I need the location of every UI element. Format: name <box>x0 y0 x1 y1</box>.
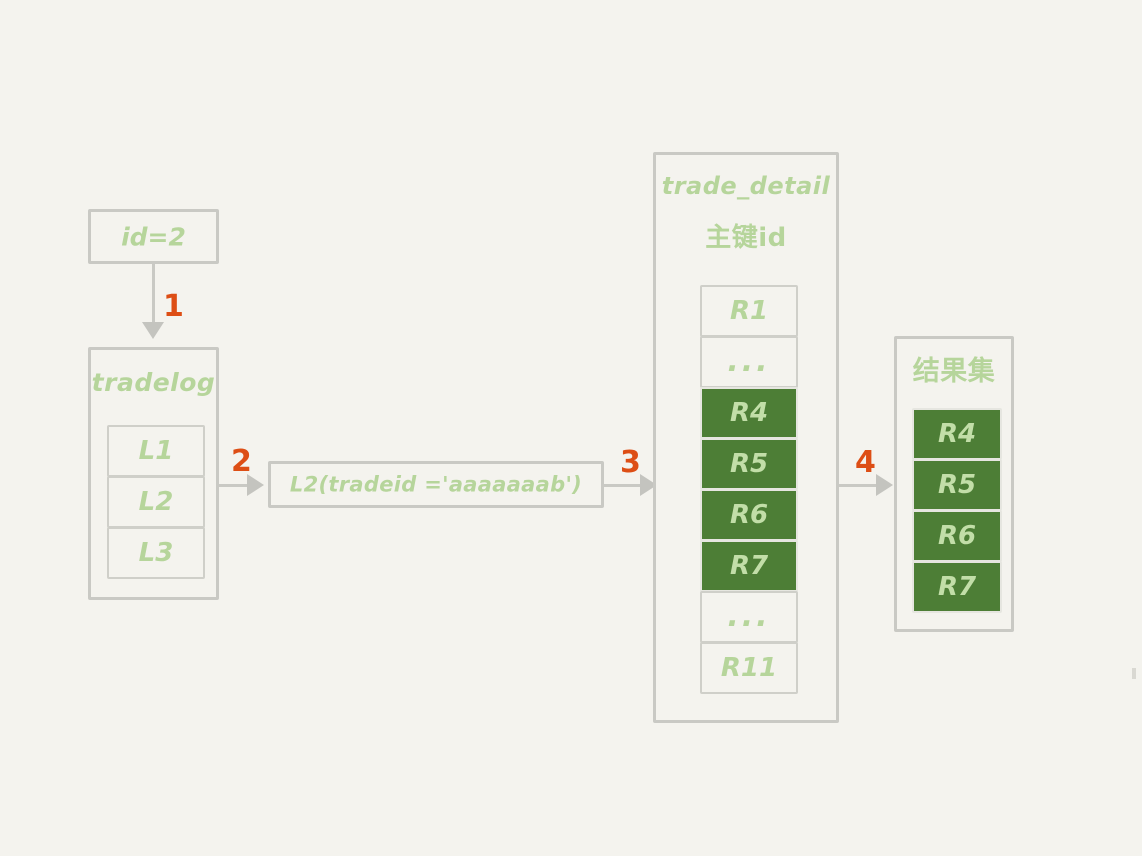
trade-detail-row-r5[interactable]: R5 <box>700 438 798 490</box>
trade-detail-row-r7[interactable]: R7 <box>700 540 798 592</box>
trade-detail-row-r7-label: R7 <box>729 551 769 581</box>
node-id-box[interactable]: id=2 <box>88 209 219 264</box>
result-set-row-r5-label: R5 <box>937 470 977 500</box>
trade-detail-row-r11[interactable]: R11 <box>700 642 798 694</box>
tradelog-row-l1[interactable]: L1 <box>107 425 205 477</box>
result-set-row-r4[interactable]: R4 <box>912 408 1002 460</box>
connector-2 <box>219 484 251 487</box>
trade-detail-row-r1[interactable]: R1 <box>700 285 798 337</box>
trade-detail-row-r6-label: R6 <box>729 500 769 530</box>
step-number-4: 4 <box>855 445 876 480</box>
result-set-row-r6-label: R6 <box>937 521 977 551</box>
trade-detail-row-r11-label: R11 <box>720 653 778 683</box>
node-trade-detail[interactable]: trade_detail 主键id R1 ... R4 R5 R6 R7 ...… <box>653 152 839 723</box>
node-tradelog-title: tradelog <box>91 368 216 397</box>
node-result-set[interactable]: 结果集 R4 R5 R6 R7 <box>894 336 1014 632</box>
step-number-2: 2 <box>231 444 252 479</box>
node-id-box-label: id=2 <box>121 222 186 251</box>
step-number-3: 3 <box>620 445 641 480</box>
connector-1 <box>152 264 155 326</box>
node-tradelog[interactable]: tradelog L1 L2 L3 <box>88 347 219 600</box>
trade-detail-row-ellipsis-bottom-label: ... <box>727 599 771 634</box>
result-set-row-r7-label: R7 <box>937 572 977 602</box>
trade-detail-row-ellipsis-bottom[interactable]: ... <box>700 591 798 643</box>
node-query-box[interactable]: L2(tradeid ='aaaaaaab') <box>268 461 604 508</box>
trade-detail-row-ellipsis-top[interactable]: ... <box>700 336 798 388</box>
result-set-row-r4-label: R4 <box>937 419 977 449</box>
step-number-1: 1 <box>163 289 184 324</box>
tradelog-row-l2[interactable]: L2 <box>107 476 205 528</box>
tradelog-row-l2-label: L2 <box>138 487 174 517</box>
arrowhead-4 <box>876 474 893 496</box>
result-set-row-r7[interactable]: R7 <box>912 561 1002 613</box>
trade-detail-row-r4-label: R4 <box>729 398 769 428</box>
trade-detail-row-r5-label: R5 <box>729 449 769 479</box>
trade-detail-row-r6[interactable]: R6 <box>700 489 798 541</box>
connector-4 <box>839 484 881 487</box>
tradelog-row-l3[interactable]: L3 <box>107 527 205 579</box>
node-query-box-label: L2(tradeid ='aaaaaaab') <box>289 472 583 496</box>
tradelog-row-l3-label: L3 <box>138 538 174 568</box>
stray-mark <box>1132 668 1136 679</box>
arrowhead-1 <box>142 322 164 339</box>
trade-detail-row-r1-label: R1 <box>729 296 769 326</box>
trade-detail-row-ellipsis-top-label: ... <box>727 344 771 379</box>
connector-3 <box>604 484 644 487</box>
result-set-row-r6[interactable]: R6 <box>912 510 1002 562</box>
result-set-row-r5[interactable]: R5 <box>912 459 1002 511</box>
trade-detail-row-r4[interactable]: R4 <box>700 387 798 439</box>
tradelog-row-l1-label: L1 <box>138 436 174 466</box>
node-trade-detail-title: trade_detail <box>661 172 831 200</box>
node-result-set-title: 结果集 <box>912 356 996 387</box>
arrowhead-2 <box>247 474 264 496</box>
node-trade-detail-subtitle: 主键id <box>705 223 787 253</box>
arrowhead-3 <box>640 474 657 496</box>
